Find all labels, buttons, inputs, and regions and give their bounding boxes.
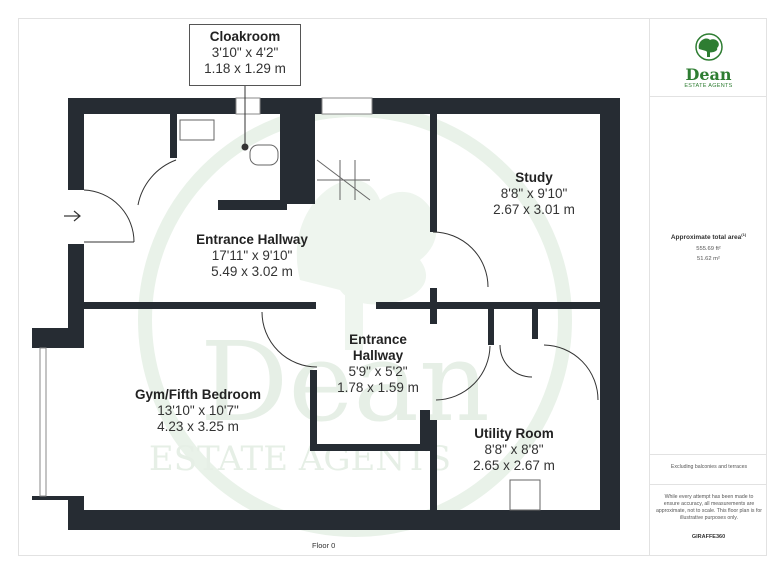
area-title-sup: (1)	[741, 232, 747, 237]
entrance-hallway-name: Entrance Hallway	[196, 232, 308, 247]
small-hallway-name-line1: Entrance	[349, 332, 407, 347]
room-label-study: Study 8'8" x 9'10" 2.67 x 3.01 m	[493, 170, 575, 218]
page-frame	[18, 18, 767, 556]
utility-dim-imperial: 8'8" x 8'8"	[484, 441, 544, 457]
tree-logo-icon	[695, 33, 723, 61]
panel-divider	[650, 484, 767, 485]
small-hallway-dim-imperial: 5'9" x 5'2"	[348, 363, 408, 379]
gym-name: Gym/Fifth Bedroom	[134, 387, 262, 402]
watermark-word: Dean	[200, 318, 490, 446]
cloakroom-dim-imperial: 3'10" x 4'2"	[211, 45, 279, 61]
fixtures	[179, 119, 541, 511]
dean-logo: Dean ESTATE AGENTS	[650, 32, 767, 89]
room-label-gym: Gym/Fifth Bedroom 13'10" x 10'7" 4.23 x …	[135, 387, 261, 435]
callout-pointer	[241, 86, 249, 151]
utility-dim-metric: 2.65 x 2.67 m	[473, 457, 555, 473]
room-label-entrance-hallway: Entrance Hallway 17'11" x 9'10" 5.49 x 3…	[196, 232, 308, 280]
note-balconies: Excluding balconies and terraces	[670, 464, 748, 470]
entry-arrow-icon	[64, 210, 81, 222]
logo-word: Dean	[685, 65, 732, 84]
doors	[83, 159, 599, 401]
small-hallway-dim-metric: 1.78 x 1.59 m	[337, 379, 419, 395]
entrance-hallway-dim-imperial: 17'11" x 9'10"	[211, 247, 293, 263]
area-sqft: 555.69 ft²	[696, 246, 721, 252]
disclaimer: While every attempt has been made to ens…	[656, 494, 763, 522]
small-hallway-name-line2: Hallway	[352, 347, 404, 363]
logo-sub: ESTATE AGENTS	[684, 83, 733, 89]
utility-name: Utility Room	[474, 426, 554, 441]
gym-dim-metric: 4.23 x 3.25 m	[157, 418, 239, 434]
panel-divider	[650, 96, 767, 97]
room-label-utility: Utility Room 8'8" x 8'8" 2.65 x 2.67 m	[473, 426, 555, 474]
cloakroom-dim-metric: 1.18 x 1.29 m	[204, 61, 286, 77]
cloakroom-callout: Cloakroom 3'10" x 4'2" 1.18 x 1.29 m	[189, 24, 301, 86]
entrance-hallway-dim-metric: 5.49 x 3.02 m	[211, 263, 293, 279]
walls	[32, 98, 620, 530]
floor-plan: Dean ESTATE AGENTS	[18, 18, 649, 556]
study-dim-metric: 2.67 x 3.01 m	[493, 201, 575, 217]
panel-divider	[650, 454, 767, 455]
gym-dim-imperial: 13'10" x 10'7"	[157, 402, 239, 418]
cloakroom-name: Cloakroom	[209, 29, 281, 44]
room-label-entrance-hallway-small: Entrance Hallway 5'9" x 5'2" 1.78 x 1.59…	[337, 332, 419, 396]
area-title: Approximate total area(1)	[650, 232, 767, 241]
area-sqm: 51.62 m²	[697, 256, 720, 262]
study-name: Study	[515, 170, 553, 185]
info-panel: Dean ESTATE AGENTS Approximate total are…	[649, 18, 767, 556]
study-dim-imperial: 8'8" x 9'10"	[500, 185, 568, 201]
windows	[39, 97, 373, 497]
brand-label: GIRAFFE360	[691, 534, 726, 540]
area-title-text: Approximate total area	[670, 234, 742, 242]
floor-label: Floor 0	[312, 541, 336, 550]
floor-plan-drawing: Dean ESTATE AGENTS	[32, 86, 620, 537]
